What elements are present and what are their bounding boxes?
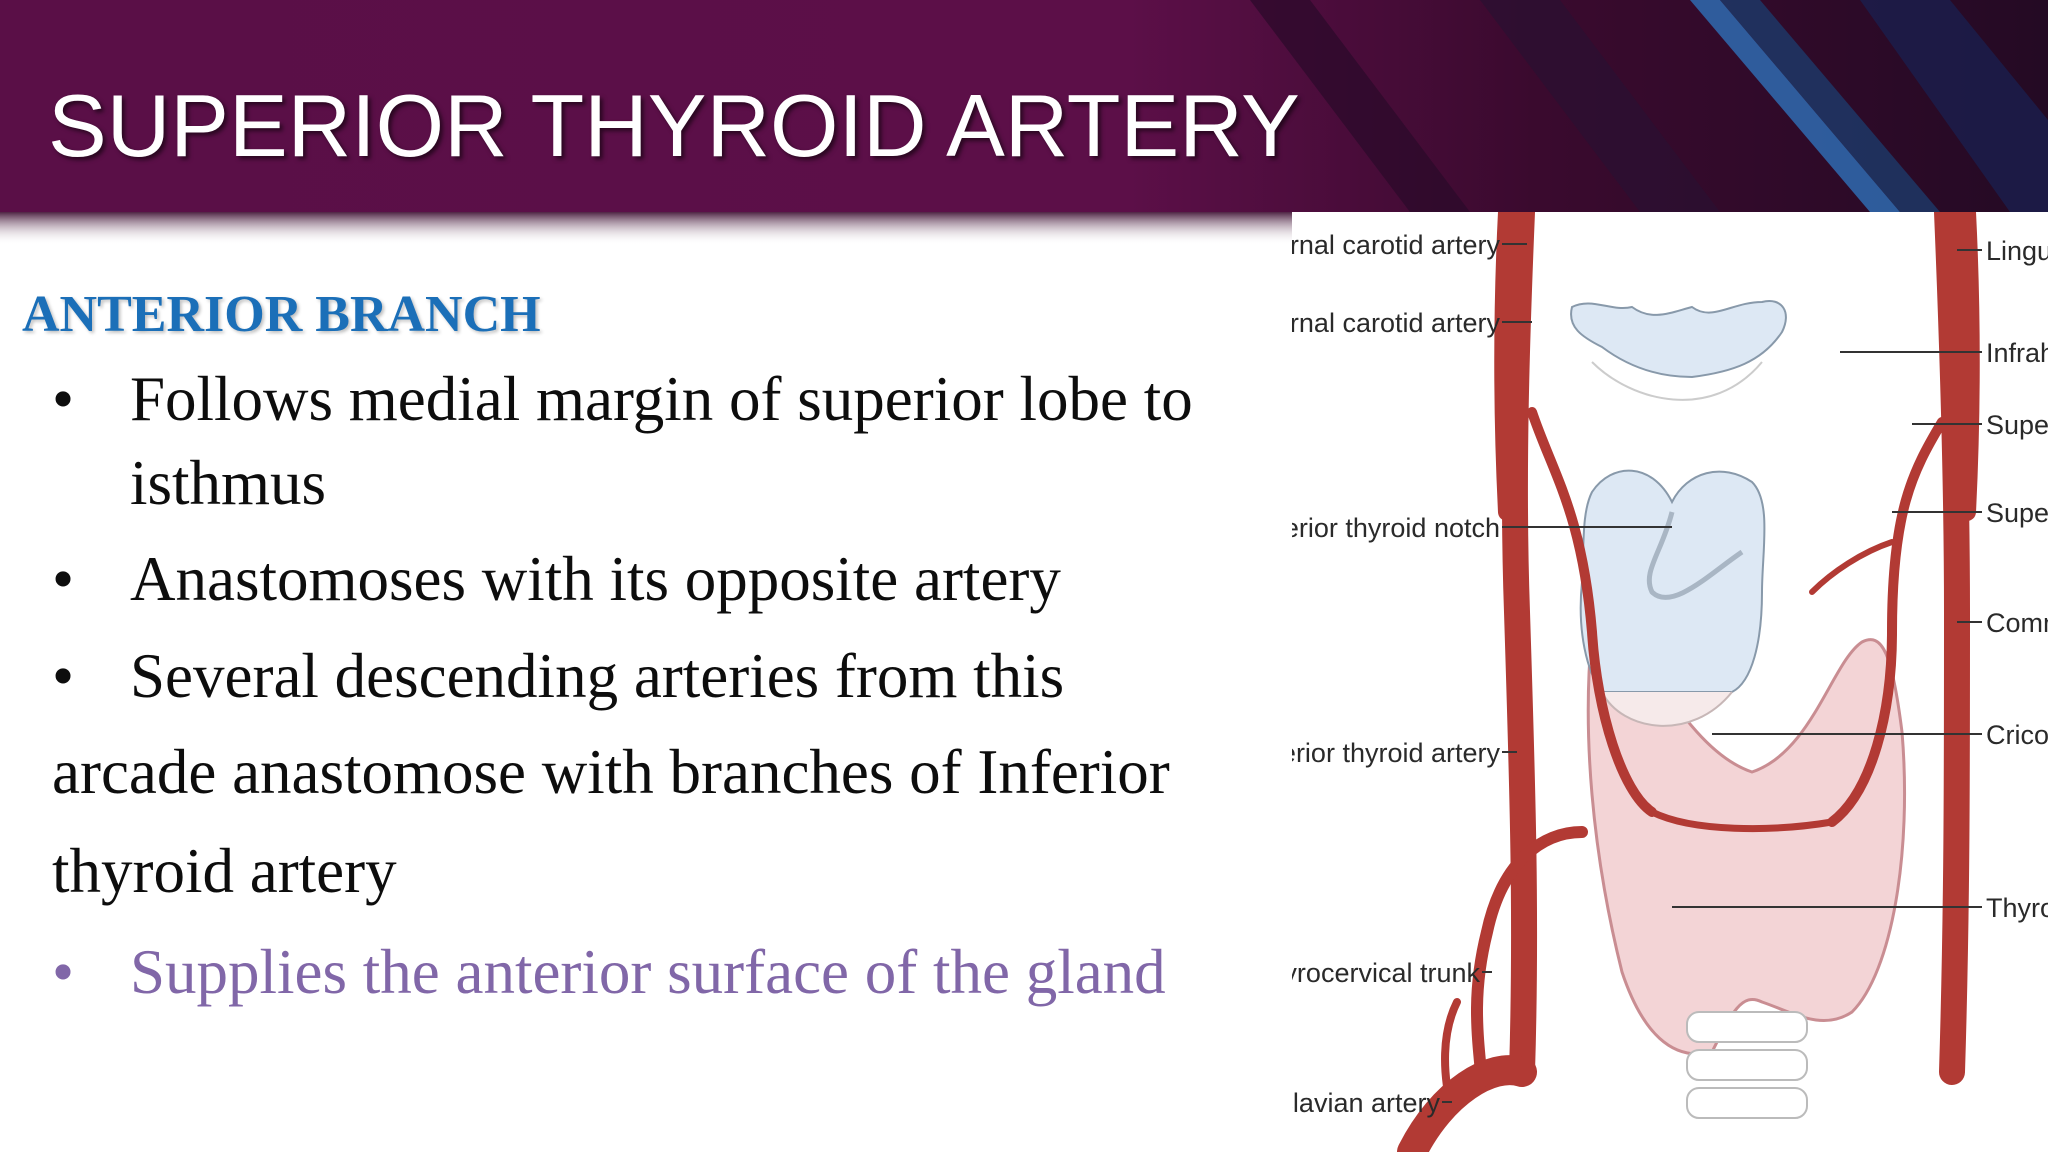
label-common-carotid-artery: Common carotid artery	[1986, 608, 2048, 638]
highlight-bullet: • Supplies the anterior surface of the g…	[52, 930, 1292, 1014]
bullet-marker: •	[52, 937, 75, 1007]
label-lingual-artery: Lingual artery	[1986, 236, 2048, 266]
carotid-arteries	[1494, 212, 1980, 1085]
bullet-text: Anastomoses with its opposite artery	[130, 544, 1061, 614]
superior-thyroid-arteries	[1527, 407, 1947, 833]
bullet-marker: •	[52, 641, 75, 711]
bullet-item: • Several descending arteries from this	[52, 634, 1292, 718]
bullet-marker: •	[52, 544, 75, 614]
label-inferior-thyroid-artery: Inferior thyroid artery	[1292, 738, 1500, 768]
bullet-text: Follows medial margin of superior lobe t…	[130, 357, 1193, 525]
trachea	[1686, 1011, 1808, 1119]
bullet-line: isthmus	[130, 448, 327, 518]
bullet-line: Follows medial margin of superior lobe t…	[130, 364, 1193, 434]
label-superior-thyroid-notch: Superior thyroid notch	[1292, 513, 1500, 543]
label-thyroid-gland: Thyroid gland	[1986, 893, 2048, 923]
bullet-item: • Anastomoses with its opposite artery	[52, 537, 1292, 621]
subclavian-branches	[1397, 826, 1588, 1152]
right-label-pointers	[1672, 351, 1982, 908]
label-superior-thyroid-artery: Superior thyroid artery	[1986, 498, 2048, 528]
label-external-carotid-artery: External carotid artery	[1292, 308, 1500, 338]
label-thyrocervical-trunk: Thyrocervical trunk	[1292, 958, 1480, 988]
label-cricothyroid-branch: Cricothyroid branch	[1986, 720, 2048, 750]
label-subclavian-artery: Subclavian artery	[1292, 1088, 1440, 1118]
slide-title: SUPERIOR THYROID ARTERY	[48, 76, 1300, 175]
continuation-line: arcade anastomose with branches of Infer…	[52, 737, 1170, 807]
bullet-marker: •	[52, 364, 75, 434]
thyroid-cartilage	[1579, 469, 1766, 693]
label-infrahyoid-branch: Infrahyoid branch	[1986, 338, 2048, 368]
continuation-line: thyroid artery	[52, 836, 397, 906]
label-superior-laryngeal-artery: Superior laryngeal artery	[1986, 410, 2048, 440]
thyroid-artery-illustration: Internal carotid artery External carotid…	[1292, 212, 2048, 1152]
thyroid-gland-shape	[1586, 630, 1907, 1056]
bullet-text: Several descending arteries from this	[130, 641, 1065, 711]
hyoid-bone	[1570, 300, 1787, 379]
bullet-text: Supplies the anterior surface of the gla…	[130, 937, 1166, 1007]
subheading: ANTERIOR BRANCH	[22, 286, 541, 343]
bullet-item: • Follows medial margin of superior lobe…	[52, 357, 1292, 527]
label-internal-carotid-artery: Internal carotid artery	[1292, 230, 1500, 260]
